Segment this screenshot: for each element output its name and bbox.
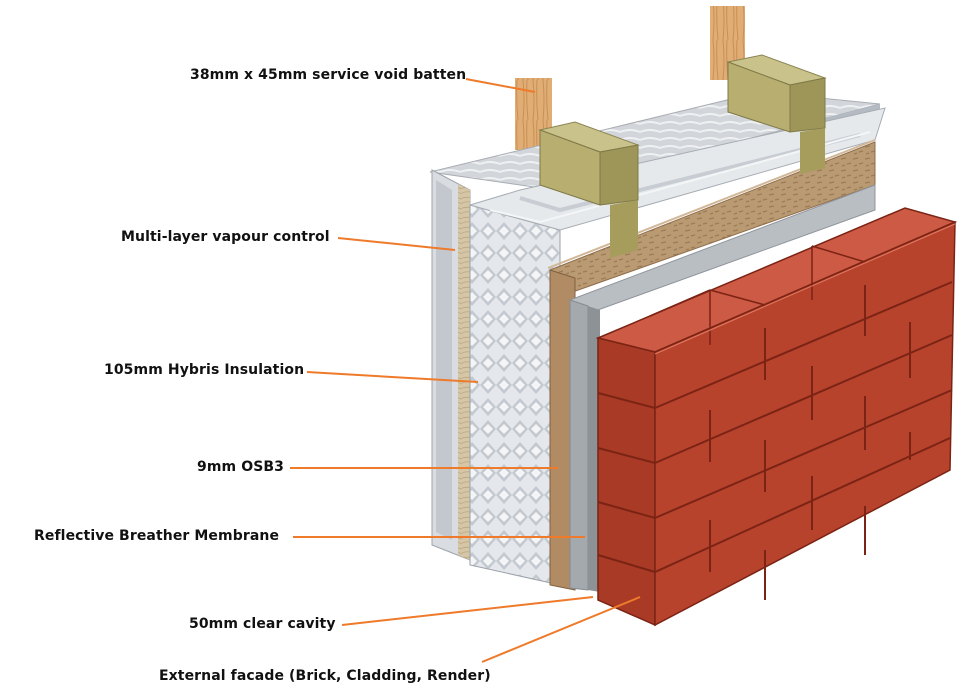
leader-lines [290, 78, 641, 663]
label-cavity: 50mm clear cavity [189, 616, 336, 632]
clear-cavity [588, 306, 600, 592]
leader-insulation [306, 371, 479, 383]
insulation-layer [468, 107, 886, 586]
osb-board [547, 139, 876, 591]
leader-vapour [337, 237, 456, 251]
label-insulation: 105mm Hybris Insulation [104, 362, 305, 378]
label-service-void-batten: 38mm x 45mm service void batten [190, 67, 467, 83]
breather-membrane [569, 184, 876, 591]
label-breather-membrane: Reflective Breather Membrane [34, 528, 280, 544]
leader-batten [465, 78, 536, 93]
brick-facade [595, 207, 958, 627]
leader-facade [481, 596, 641, 663]
service-void-batten-front [538, 54, 827, 258]
label-vapour-control: Multi-layer vapour control [121, 229, 330, 245]
label-facade: External facade (Brick, Cladding, Render… [159, 668, 491, 684]
label-osb: 9mm OSB3 [197, 459, 284, 475]
timber-stud-edge [458, 184, 470, 560]
leader-cavity [341, 596, 594, 626]
